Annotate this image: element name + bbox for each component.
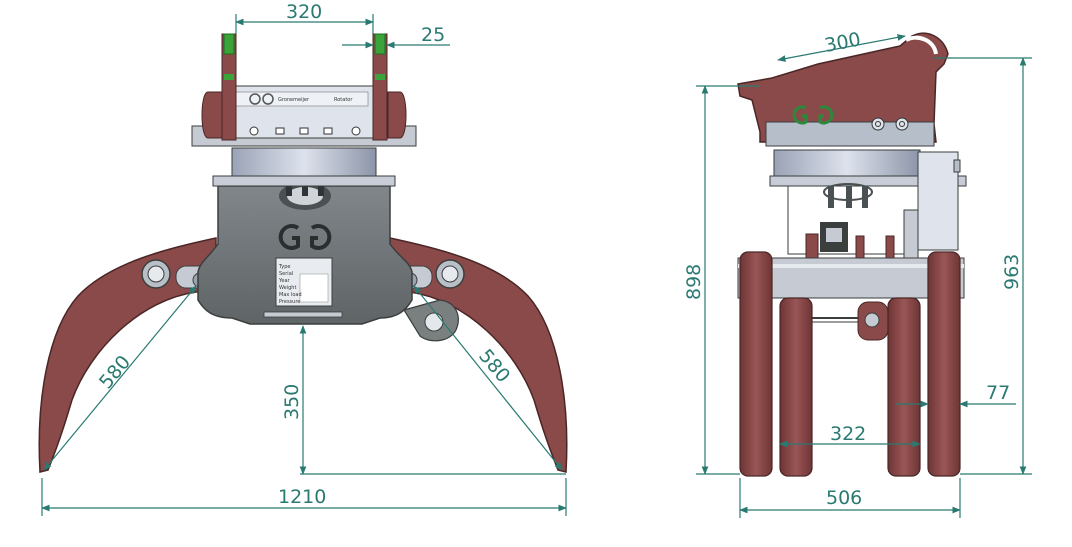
- dim-outer-width: 506: [826, 487, 862, 509]
- dim-top-offset: 25: [421, 24, 445, 46]
- side-tine-inner-right: [887, 297, 921, 477]
- side-fittings: [823, 183, 873, 208]
- side-tine-outer-left: [739, 251, 773, 477]
- link-bolts: [249, 126, 361, 136]
- right-ear: [387, 91, 407, 139]
- gg-logo-icon: [278, 224, 332, 250]
- dim-total-width: 1210: [278, 486, 326, 508]
- body-slot: [263, 311, 343, 318]
- lug-hole: [424, 312, 444, 332]
- id-plate: Type Serial Year Weight Max load Pressur…: [275, 257, 333, 307]
- plate-line: Max load: [279, 292, 302, 298]
- side-gg-logo-icon: [792, 105, 834, 125]
- dim-height: 350: [281, 384, 303, 420]
- side-view: 300 898 963 77 322 506: [683, 28, 1032, 518]
- plate-line: Year: [278, 278, 291, 284]
- right-bracket: [372, 33, 388, 141]
- rotator: [231, 147, 377, 177]
- left-bracket: [221, 33, 237, 141]
- dim-left-tine: 580: [95, 351, 135, 393]
- dim-side-height-left: 898: [683, 264, 705, 300]
- side-bolts: [871, 117, 909, 131]
- side-dimensions: [696, 34, 1032, 518]
- hydraulic-fittings: [279, 182, 331, 210]
- plate-line: Weight: [279, 285, 296, 291]
- dim-tine-thickness: 77: [986, 382, 1010, 404]
- side-rotator: [773, 149, 921, 179]
- grapple-body: [197, 185, 413, 325]
- side-tine-outer-right: [927, 251, 961, 477]
- front-dimensions: [41, 14, 567, 516]
- brand-label: Gronemeijer: [278, 97, 310, 103]
- body-flange: [212, 175, 396, 187]
- side-tine-inner-left: [779, 297, 813, 477]
- dim-side-height-right: 963: [1001, 254, 1023, 290]
- left-ear: [201, 91, 223, 139]
- plate-line: Serial: [279, 271, 293, 277]
- dim-side-top: 300: [823, 28, 863, 57]
- link-logo-icon: [249, 93, 274, 105]
- dim-inner-width: 322: [830, 423, 866, 445]
- side-tines: [739, 251, 961, 477]
- plate-line: Type: [278, 264, 290, 270]
- front-view: Type Serial Year Weight Max load Pressur…: [38, 1, 568, 516]
- brand-sublabel: Rotator: [334, 97, 353, 103]
- dim-top-width: 320: [286, 1, 322, 23]
- plate-line: Pressure: [279, 299, 300, 305]
